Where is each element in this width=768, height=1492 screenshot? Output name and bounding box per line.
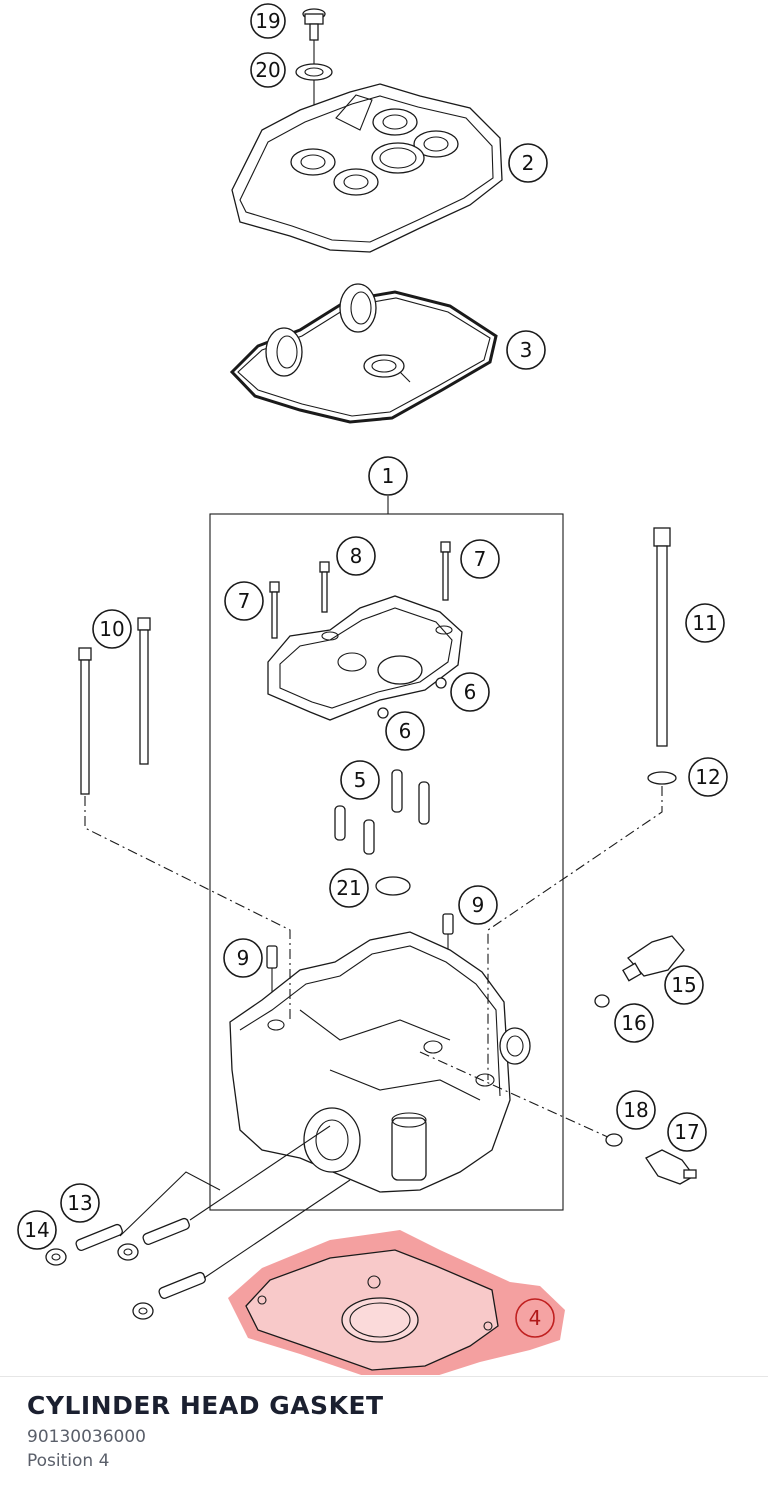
svg-text:18: 18 <box>623 1098 648 1122</box>
callout-7-left[interactable]: 7 <box>224 581 264 621</box>
cylinder-head-assembly-frame <box>209 513 564 1211</box>
callout-7-right[interactable]: 7 <box>460 539 500 579</box>
cylinder-head-gasket-highlight[interactable] <box>228 1230 565 1375</box>
dowel-pin[interactable] <box>266 945 278 969</box>
collar-nut[interactable] <box>45 1248 67 1266</box>
svg-text:16: 16 <box>621 1011 646 1035</box>
collar-nut[interactable] <box>132 1302 154 1320</box>
callout-15[interactable]: 15 <box>664 965 704 1005</box>
exploded-parts-diagram: 19 20 2 3 1 8 7 7 10 11 6 6 5 12 21 9 9 … <box>17 3 728 1375</box>
carrier-bolt[interactable] <box>269 581 280 639</box>
cylinder-head-bolt[interactable] <box>137 617 151 765</box>
callout-5[interactable]: 5 <box>340 760 380 800</box>
cylinder-head-bolt-long[interactable] <box>653 527 671 747</box>
svg-text:7: 7 <box>474 547 487 571</box>
stud-bolt[interactable] <box>75 1223 124 1251</box>
svg-text:6: 6 <box>464 680 477 704</box>
svg-text:6: 6 <box>399 719 412 743</box>
callout-11[interactable]: 11 <box>685 603 725 643</box>
svg-text:21: 21 <box>336 876 361 900</box>
svg-text:19: 19 <box>255 9 280 33</box>
svg-text:4: 4 <box>529 1306 542 1330</box>
sensor-o-ring[interactable] <box>594 994 610 1008</box>
carrier-bolt-long[interactable] <box>319 561 330 613</box>
callout-13[interactable]: 13 <box>60 1183 100 1223</box>
stud-bolt[interactable] <box>142 1217 191 1245</box>
callout-6-upper[interactable]: 6 <box>450 672 490 712</box>
callout-17[interactable]: 17 <box>667 1112 707 1152</box>
svg-text:2: 2 <box>522 151 535 175</box>
valve-cover-bolt[interactable] <box>302 8 326 150</box>
svg-text:1: 1 <box>382 464 395 488</box>
callout-16[interactable]: 16 <box>614 1003 654 1043</box>
callout-10[interactable]: 10 <box>92 609 132 649</box>
collar-nut[interactable] <box>117 1243 139 1261</box>
svg-text:9: 9 <box>472 893 485 917</box>
callout-8[interactable]: 8 <box>336 536 376 576</box>
svg-text:12: 12 <box>695 765 720 789</box>
dowel-pin[interactable] <box>442 913 454 935</box>
sensor-washer[interactable] <box>605 1133 623 1147</box>
part-number: 90130036000 <box>27 1427 146 1447</box>
o-ring[interactable] <box>375 876 411 896</box>
callout-6-lower[interactable]: 6 <box>385 711 425 751</box>
svg-text:15: 15 <box>671 973 696 997</box>
svg-text:11: 11 <box>692 611 717 635</box>
callout-4-selected[interactable]: 4 <box>515 1298 555 1338</box>
svg-text:10: 10 <box>99 617 124 641</box>
svg-text:8: 8 <box>350 544 363 568</box>
plug-screw[interactable] <box>435 677 447 689</box>
stud-bolt[interactable] <box>158 1271 207 1299</box>
svg-text:7: 7 <box>238 589 251 613</box>
carrier-bolt[interactable] <box>440 541 451 601</box>
part-position: Position 4 <box>27 1451 110 1471</box>
callout-1[interactable]: 1 <box>368 456 408 496</box>
callout-9-left[interactable]: 9 <box>223 938 263 978</box>
svg-text:13: 13 <box>67 1191 92 1215</box>
plug-screw[interactable] <box>377 707 389 719</box>
cylinder-head-bolt-short[interactable] <box>78 647 92 795</box>
valve-cover-gasket[interactable] <box>229 283 498 424</box>
temperature-sensor[interactable] <box>622 935 685 982</box>
cylinder-head[interactable] <box>229 931 531 1193</box>
callout-19[interactable]: 19 <box>250 3 286 39</box>
svg-text:17: 17 <box>674 1120 699 1144</box>
callout-12[interactable]: 12 <box>688 757 728 797</box>
sealing-washer[interactable] <box>295 63 333 81</box>
svg-text:20: 20 <box>255 58 280 82</box>
callout-14[interactable]: 14 <box>17 1210 57 1250</box>
svg-text:14: 14 <box>24 1218 49 1242</box>
part-info-panel: CYLINDER HEAD GASKET 90130036000 Positio… <box>0 1376 768 1492</box>
oil-pressure-sensor[interactable] <box>645 1149 697 1185</box>
valve-guide-set[interactable] <box>334 769 430 855</box>
callout-18[interactable]: 18 <box>616 1090 656 1130</box>
part-title: CYLINDER HEAD GASKET <box>27 1391 384 1420</box>
callout-3[interactable]: 3 <box>506 330 546 370</box>
svg-text:3: 3 <box>520 338 533 362</box>
callout-20[interactable]: 20 <box>250 52 286 88</box>
callout-21[interactable]: 21 <box>329 868 369 908</box>
camshaft-carrier[interactable] <box>267 595 463 721</box>
valve-cover[interactable] <box>231 83 503 253</box>
svg-text:9: 9 <box>237 946 250 970</box>
svg-text:5: 5 <box>354 768 367 792</box>
bolt-washer[interactable] <box>647 771 677 785</box>
callout-2[interactable]: 2 <box>508 143 548 183</box>
callout-9-right[interactable]: 9 <box>458 885 498 925</box>
